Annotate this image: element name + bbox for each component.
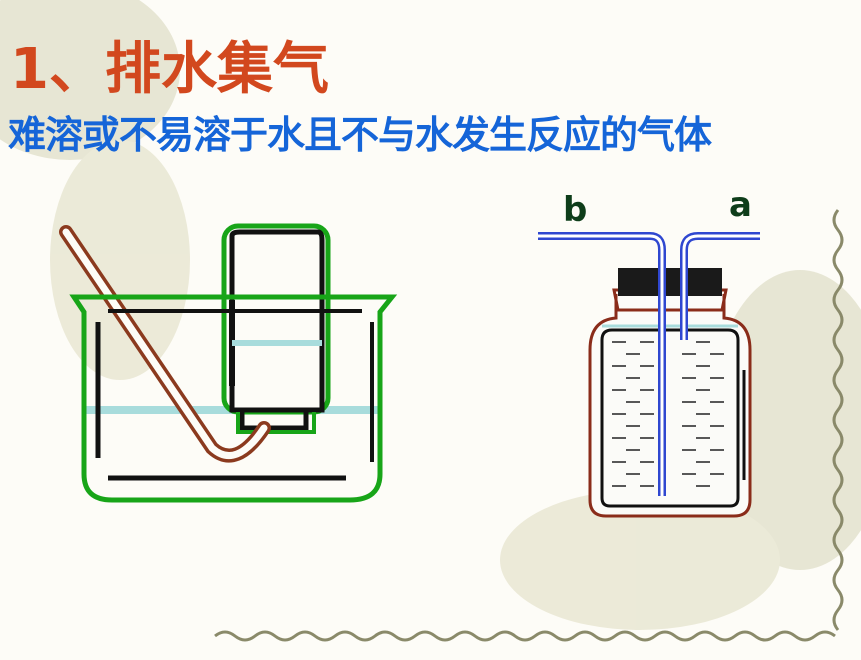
delivery-tube-inner — [62, 228, 268, 460]
leaf-blot-bottom — [500, 490, 780, 630]
bottle-water-level — [232, 340, 322, 346]
bottle-mouth — [239, 410, 309, 431]
rubber-stopper — [618, 268, 722, 296]
short-tube-a-inner — [682, 234, 760, 340]
collecting-bottle-inner — [229, 229, 325, 413]
water-trough-outline — [69, 294, 398, 503]
leaf-blot-top-left — [0, 0, 180, 160]
gas-bottle-apparatus: b a — [538, 185, 760, 518]
water-dash-pattern — [612, 341, 724, 487]
bottle-mouth-outline — [236, 412, 316, 434]
slide-subtitle: 难溶或不易溶于水且不与水发生反应的气体 — [8, 113, 712, 157]
gas-bottle-outline — [588, 294, 752, 518]
right-vine-border — [832, 209, 844, 631]
slide-title: 1、排水集气 — [10, 37, 329, 102]
bottom-vine-border — [214, 630, 836, 642]
gas-bottle-inner — [600, 328, 740, 508]
label-b: b — [563, 190, 587, 230]
water-trough-apparatus — [59, 223, 398, 503]
label-a: a — [729, 185, 752, 225]
long-tube-b-inner — [538, 234, 664, 496]
